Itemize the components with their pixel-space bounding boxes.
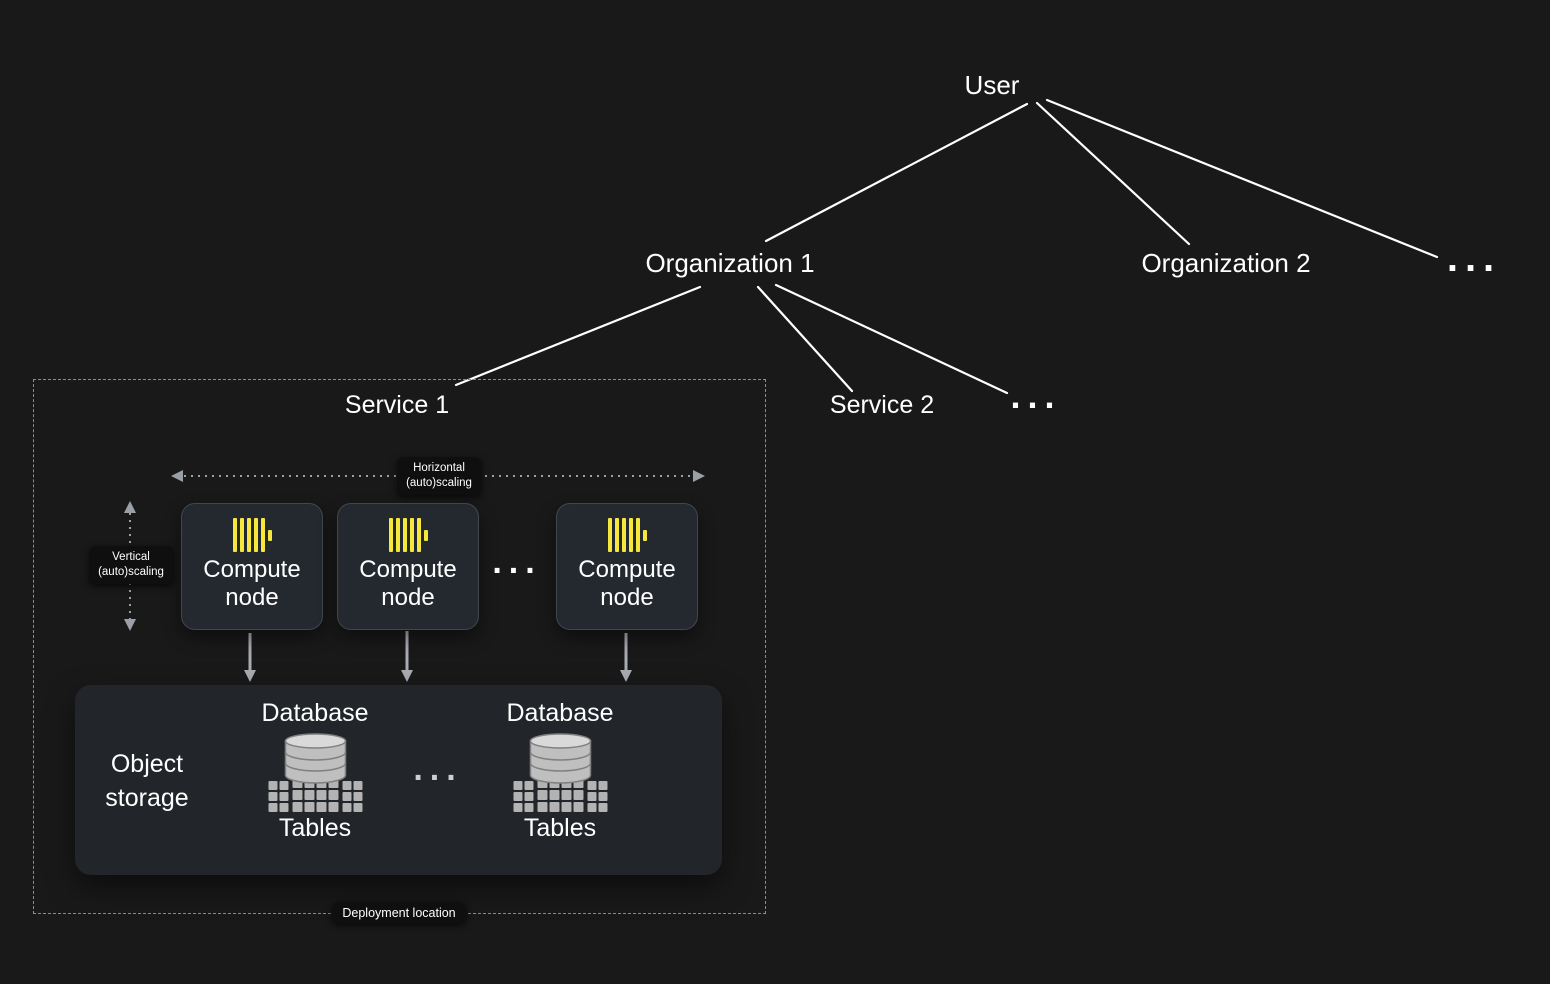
horizontal-scaling-line2: (auto)scaling xyxy=(406,477,472,489)
object-storage-box xyxy=(75,685,722,875)
database-group-1: Database Tables xyxy=(261,699,369,842)
database-cylinder-icon xyxy=(284,732,346,784)
tree-edges xyxy=(454,98,1439,395)
organization-1-label: Organization 1 xyxy=(645,248,815,278)
vertical-scaling-line1: Vertical xyxy=(112,551,150,564)
compute-to-storage-arrows xyxy=(248,631,628,671)
deployment-location-label: Deployment location xyxy=(331,901,467,925)
database-label: Database xyxy=(261,699,369,727)
tables-icon xyxy=(513,777,607,812)
compute-node-label: Compute node xyxy=(203,556,301,612)
database-group-2: Database Tables xyxy=(506,699,614,842)
compute-node-3: Compute node xyxy=(556,503,698,630)
compute-node-label: Compute node xyxy=(578,556,676,612)
database-label: Database xyxy=(506,699,614,727)
tables-label: Tables xyxy=(278,813,352,842)
service-1-label: Service 1 xyxy=(344,391,450,419)
vertical-scaling-arrow xyxy=(124,501,136,631)
compute-node-label: Compute node xyxy=(359,556,457,612)
horizontal-scaling-line1: Horizontal xyxy=(413,462,465,475)
organization-2-label: Organization 2 xyxy=(1141,248,1311,278)
services-ellipsis: ... xyxy=(1010,375,1062,416)
compute-node-2: Compute node xyxy=(337,503,479,630)
databases-ellipsis: ... xyxy=(413,750,463,788)
object-storage-label: Object storage xyxy=(105,750,189,812)
compute-node-1: Compute node xyxy=(181,503,323,630)
vertical-scaling-badge: Vertical (auto)scaling xyxy=(89,546,173,584)
clickhouse-logo-icon xyxy=(231,516,273,554)
organizations-ellipsis: ... xyxy=(1446,236,1502,280)
horizontal-scaling-badge: Horizontal (auto)scaling xyxy=(397,457,481,495)
service-2-label: Service 2 xyxy=(829,391,935,419)
database-cylinder-icon xyxy=(529,732,591,784)
clickhouse-logo-icon xyxy=(606,516,648,554)
clickhouse-logo-icon xyxy=(387,516,429,554)
arrowheads xyxy=(244,670,632,682)
user-label: User xyxy=(964,70,1020,100)
vertical-scaling-line2: (auto)scaling xyxy=(98,566,164,578)
tables-label: Tables xyxy=(523,813,597,842)
compute-nodes-ellipsis: ... xyxy=(492,543,542,581)
tables-icon xyxy=(268,777,362,812)
